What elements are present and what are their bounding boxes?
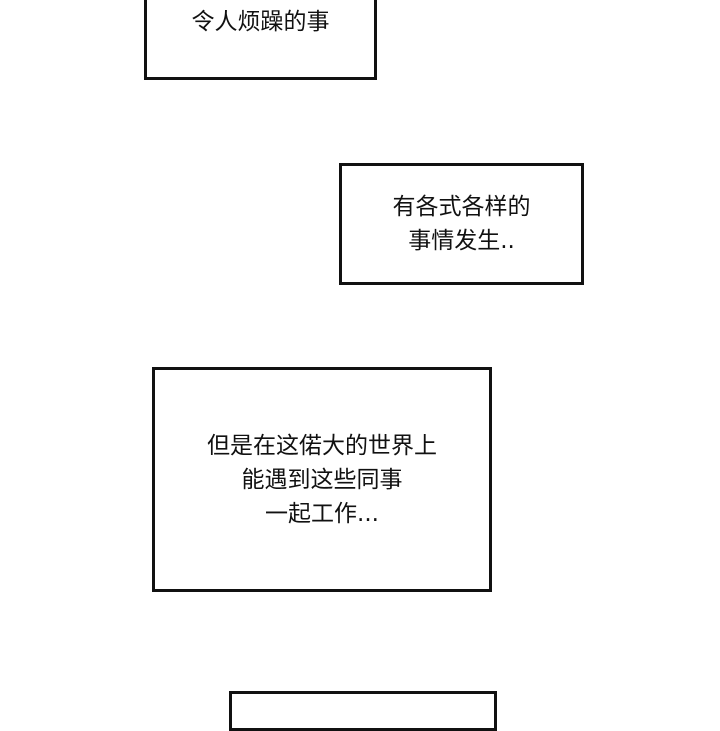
caption-line: 一起工作...	[265, 500, 379, 527]
speech-box-1: 还有 令人烦躁的事	[144, 0, 377, 80]
caption-line: 有各式各样的	[392, 194, 531, 220]
caption-line: 还有	[238, 0, 284, 5]
caption-line: 令人烦躁的事	[191, 9, 330, 35]
caption-line: 但是在这偌大的世界上	[207, 432, 437, 459]
speech-box-4	[229, 691, 497, 731]
caption-line: 能遇到这些同事	[241, 466, 403, 493]
speech-box-2: 有各式各样的 事情发生..	[339, 163, 584, 285]
caption-line: 事情发生..	[408, 228, 515, 254]
speech-box-3: 但是在这偌大的世界上 能遇到这些同事 一起工作...	[152, 367, 492, 592]
